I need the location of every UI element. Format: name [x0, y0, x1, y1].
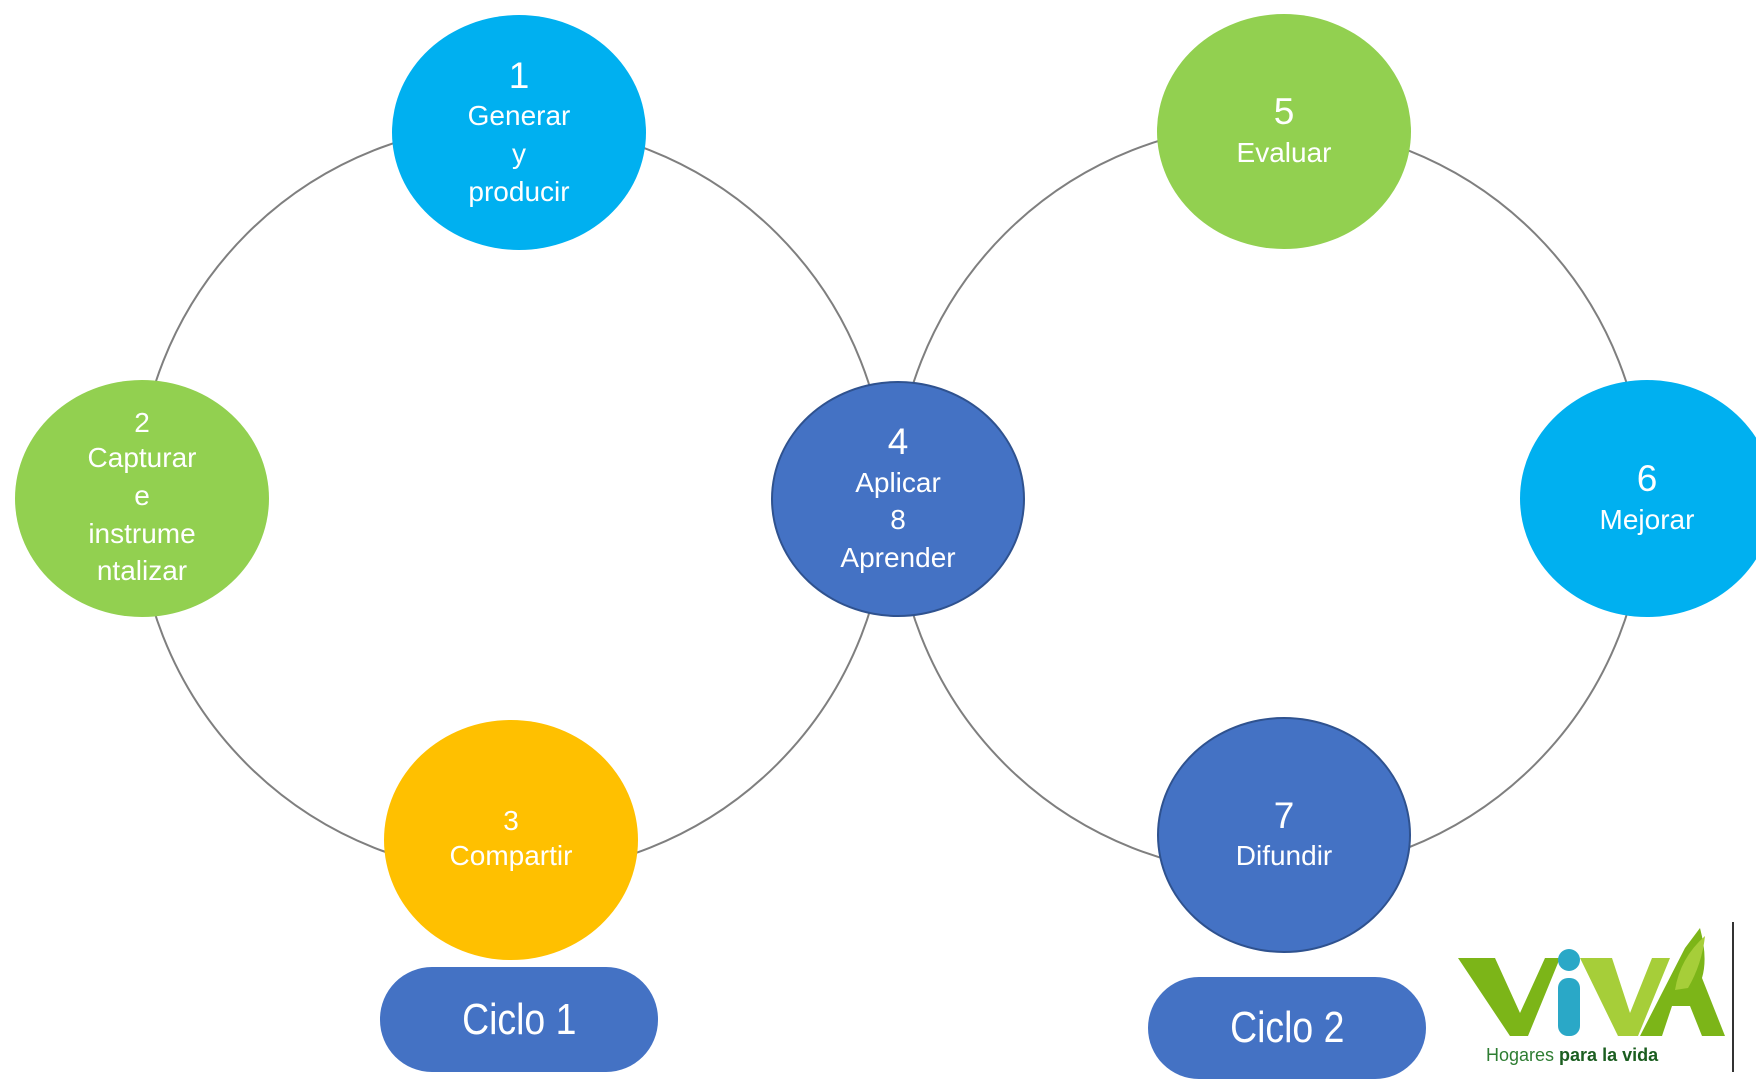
step-2-label-line-3: instrume [88, 517, 196, 549]
cycle-1-label: Ciclo 1 [380, 967, 658, 1072]
step-6-number: 6 [1636, 458, 1658, 500]
step-1-label-line-3: producir [468, 175, 570, 207]
step-1-number: 1 [508, 54, 530, 96]
cycle-2-label: Ciclo 2 [1148, 977, 1426, 1079]
step-4-number: 4 [887, 421, 909, 463]
step-6-mejorar: 6 Mejorar [1520, 380, 1756, 617]
logo-tagline: Hogares para la vida [1486, 1045, 1658, 1066]
step-7-label-line-1: Difundir [1235, 840, 1333, 872]
step-2-capturar-e-instrumentalizar: 2 Capturar e instrume ntalizar [15, 380, 269, 617]
step-5-label-line-1: Evaluar [1236, 136, 1332, 168]
step-3-number: 3 [503, 805, 519, 836]
step-5-evaluar: 5 Evaluar [1157, 14, 1411, 249]
step-1-label-line-2: y [512, 137, 526, 169]
cycle-2-label-text: Ciclo 2 [1229, 1003, 1345, 1052]
step-1-label-line-1: Generar [467, 100, 571, 132]
viva-wordmark-logo [1458, 928, 1725, 1036]
step-1-generar-y-producir: 1 Generar y producir [392, 15, 646, 250]
viva-logo: Hogares para la vida [1440, 918, 1756, 1079]
logo-tagline-prefix: Hogares [1486, 1045, 1560, 1065]
step-3-label-line-1: Compartir [449, 840, 573, 872]
step-2-number: 2 [134, 406, 150, 438]
cycle-1-label-text: Ciclo 1 [461, 994, 577, 1044]
step-7-number: 7 [1273, 794, 1295, 836]
step-7-difundir: 7 Difundir [1157, 717, 1411, 953]
step-2-label-line-2: e [134, 479, 150, 511]
step-2-label-line-1: Capturar [87, 442, 197, 473]
step-4-label-line-2: 8 [890, 504, 906, 536]
logo-tagline-bold: para la vida [1559, 1045, 1659, 1065]
step-6-label-line-1: Mejorar [1599, 503, 1695, 535]
step-5-number: 5 [1273, 91, 1295, 133]
step-2-label-line-4: ntalizar [96, 555, 188, 587]
step-4-aplicar-aprender: 4 Aplicar 8 Aprender [771, 381, 1025, 617]
logo-divider [1732, 922, 1734, 1072]
step-4-label-line-1: Aplicar [855, 466, 941, 498]
step-4-label-line-3: Aprender [840, 542, 956, 574]
step-3-compartir: 3 Compartir [384, 720, 638, 960]
